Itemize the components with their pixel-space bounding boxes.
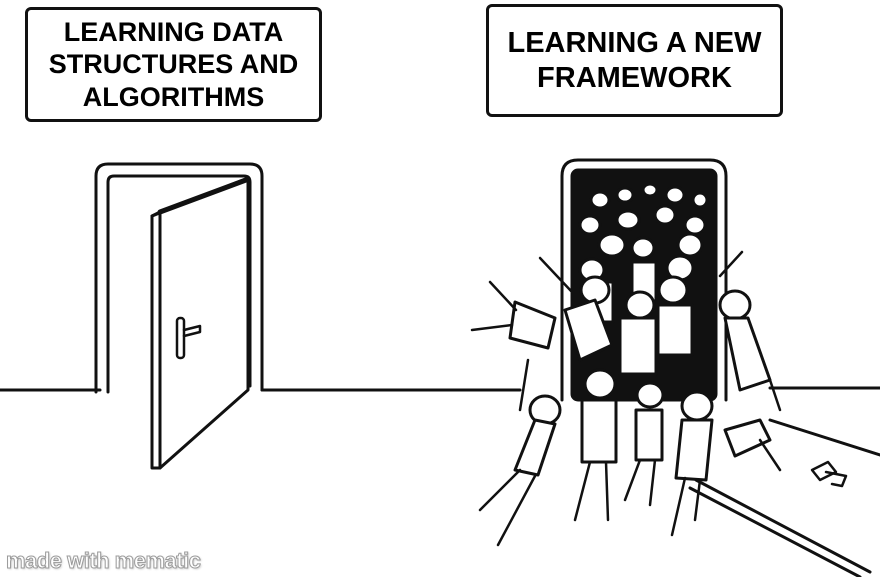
crowd-limbs: [470, 250, 782, 547]
right-fallen-door: [688, 418, 880, 577]
left-label-line: ALGORITHMS: [82, 81, 265, 112]
right-label-line: FRAMEWORK: [537, 61, 732, 94]
right-label-box: LEARNING A NEW FRAMEWORK: [486, 4, 783, 117]
left-open-door: [150, 176, 250, 470]
left-door-frame: [94, 162, 264, 394]
left-label-line: STRUCTURES AND: [48, 49, 299, 80]
right-label-line: LEARNING A NEW: [507, 26, 762, 59]
watermark: made with mematic: [5, 548, 201, 574]
left-label-line: LEARNING DATA: [63, 16, 284, 47]
left-label-box: LEARNING DATA STRUCTURES AND ALGORITHMS: [25, 7, 322, 122]
